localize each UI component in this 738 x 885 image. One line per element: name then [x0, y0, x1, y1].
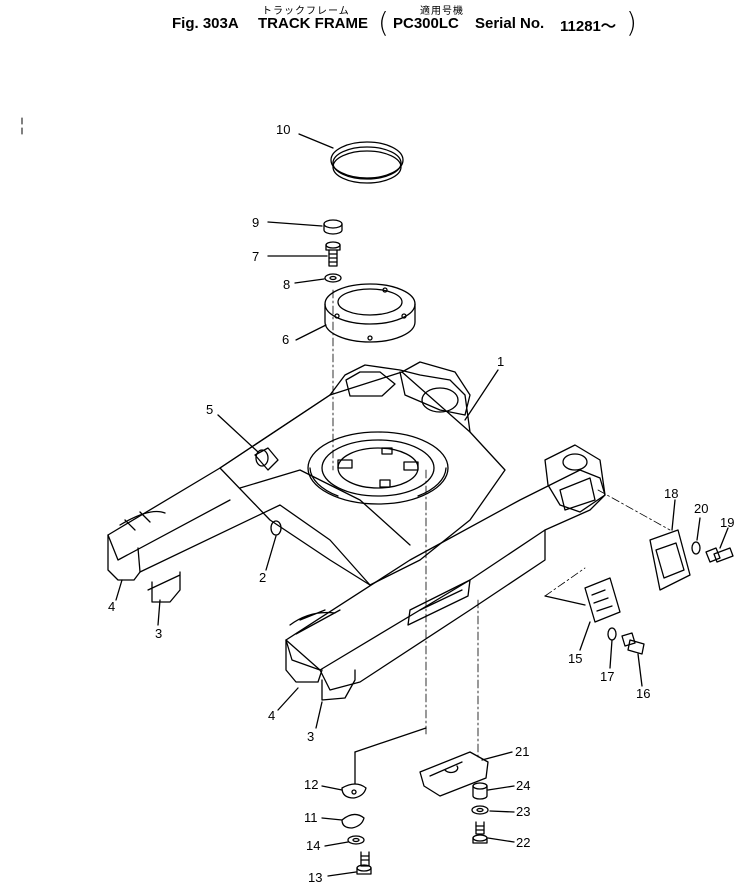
part-18-cover [649, 499, 691, 591]
callout-9: 9 [252, 215, 259, 230]
callout-24: 24 [516, 778, 530, 793]
close-paren: ) [626, 6, 637, 39]
model-name: PC300LC [393, 15, 459, 32]
part-16-17-fasteners [607, 627, 645, 687]
callout-labels: 10 9 7 8 6 1 5 2 4 3 4 3 18 20 19 15 17 … [108, 122, 734, 885]
callout-22: 22 [516, 835, 530, 850]
part-7-bolt [267, 241, 341, 267]
title-block: トラックフレーム 適用号機 Fig. 303A TRACK FRAME ( PC… [0, 0, 738, 46]
callout-18: 18 [664, 486, 678, 501]
callout-4-right: 4 [268, 708, 275, 723]
open-paren: ( [378, 6, 389, 39]
callout-1: 1 [497, 354, 504, 369]
callout-3-left: 3 [155, 626, 162, 641]
callout-14: 14 [306, 838, 320, 853]
part-24-spacer [472, 782, 515, 800]
callout-2: 2 [259, 570, 266, 585]
jp-serial-label: 適用号機 [420, 6, 464, 17]
part-22-bolt [472, 821, 515, 844]
fig-label: Fig. 303A [172, 15, 239, 32]
callout-11: 11 [304, 810, 318, 825]
part-6-mount-ring [295, 283, 416, 343]
part-11-plate [321, 813, 365, 829]
part-5-lug [217, 414, 269, 467]
callout-10: 10 [276, 122, 290, 137]
part-8-washer [294, 273, 342, 284]
callout-7: 7 [252, 249, 259, 264]
serial-label: Serial No. [475, 15, 545, 32]
callout-15: 15 [568, 651, 582, 666]
part-19-20-fasteners [691, 517, 734, 563]
callout-12: 12 [304, 777, 318, 792]
part-1-track-frame [107, 361, 606, 701]
callout-17: 17 [600, 669, 614, 684]
callout-13: 13 [308, 870, 322, 885]
part-12-plate [321, 727, 427, 799]
callout-23: 23 [516, 804, 530, 819]
callout-8: 8 [283, 277, 290, 292]
part-21-bracket [419, 751, 513, 797]
callout-19: 19 [720, 515, 734, 530]
part-23-washer [471, 805, 515, 815]
part-name: TRACK FRAME [258, 15, 368, 32]
callout-4-left: 4 [108, 599, 115, 614]
part-10-ring [298, 133, 404, 184]
part-3-4-leaders-left [115, 579, 323, 729]
part-9-cap [267, 219, 343, 235]
serial-range: 11281～ [560, 18, 616, 35]
part-14-washer [324, 835, 365, 847]
callout-3-right: 3 [307, 729, 314, 744]
callout-20: 20 [694, 501, 708, 516]
part-13-bolt [327, 851, 372, 877]
part-15-cover [544, 577, 621, 651]
jp-part-name: トラックフレーム [262, 6, 350, 17]
callout-5: 5 [206, 402, 213, 417]
callout-21: 21 [515, 744, 529, 759]
part-2-lug [265, 520, 282, 571]
callout-16: 16 [636, 686, 650, 701]
callout-6: 6 [282, 332, 289, 347]
